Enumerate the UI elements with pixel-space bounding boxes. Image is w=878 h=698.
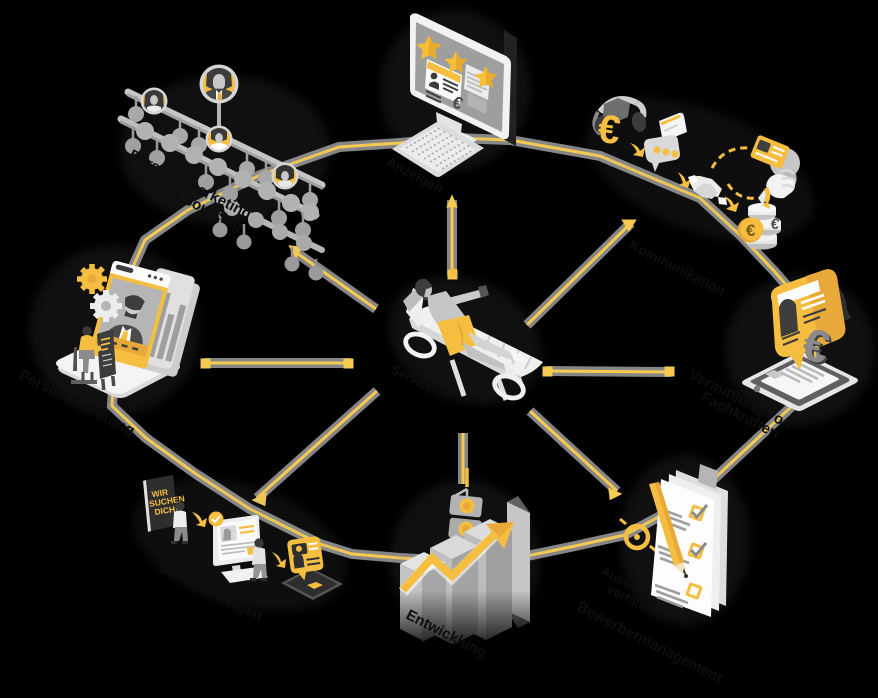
svg-text:€: € xyxy=(769,215,781,233)
svg-text:€: € xyxy=(746,221,756,240)
svg-text:WIR: WIR xyxy=(151,487,169,499)
svg-text:DICH!: DICH! xyxy=(154,503,179,517)
